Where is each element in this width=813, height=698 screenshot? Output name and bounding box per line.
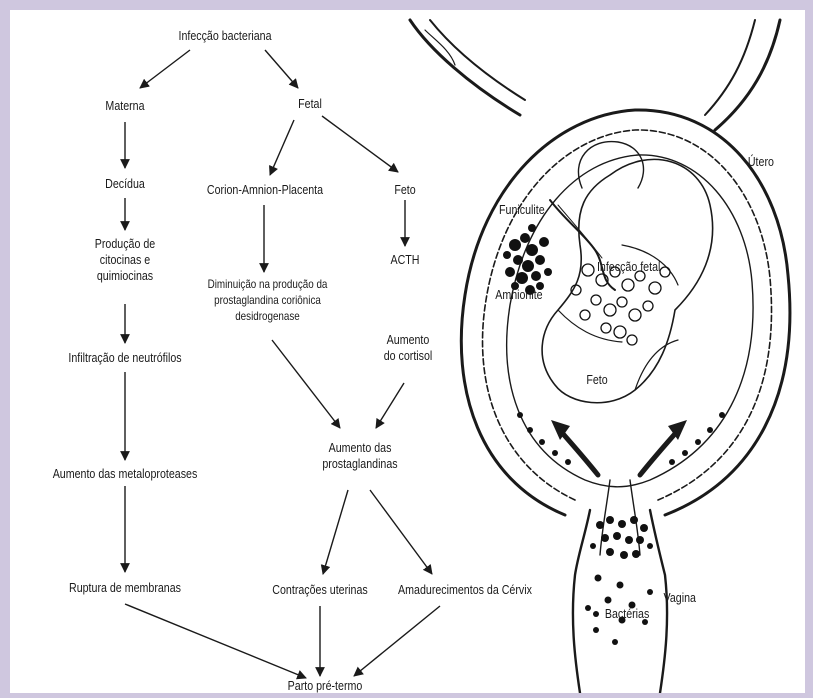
node-acth: ACTH bbox=[389, 252, 422, 268]
figure-panel: Infecção bacteriana Materna Fetal Decídu… bbox=[10, 10, 805, 693]
node-ruptura-membranas: Ruptura de membranas bbox=[55, 580, 194, 596]
label-utero: Útero bbox=[748, 154, 774, 170]
bacteria-marker-dot bbox=[593, 611, 599, 617]
node-amadurecimentos-cervix: Amadurecimentos da Cérvix bbox=[383, 582, 547, 598]
node-aumento-cortisol: Aumento do cortisol bbox=[375, 332, 441, 364]
cervical-bacteria bbox=[590, 516, 653, 559]
node-decidua: Decídua bbox=[96, 176, 153, 192]
uterus-outer-wall bbox=[461, 110, 790, 515]
node-producao-citocinas: Produção de citocinas e quimiocinas bbox=[84, 236, 166, 284]
node-infeccao-bacteriana: Infecção bacteriana bbox=[172, 28, 279, 44]
cervix bbox=[573, 510, 590, 693]
label-funiculite: Funiculite bbox=[499, 202, 545, 218]
node-materna: Materna bbox=[96, 98, 153, 114]
left-fallopian-tube bbox=[410, 20, 520, 115]
label-bacterias: Bactérias bbox=[605, 606, 649, 622]
node-aumento-prostaglandinas: Aumento das prostaglandinas bbox=[311, 440, 409, 472]
node-contracoes-uterinas: Contrações uterinas bbox=[267, 582, 374, 598]
right-fallopian-tube bbox=[715, 20, 780, 130]
node-corion-amnion-placenta: Corion-Amnion-Placenta bbox=[199, 182, 330, 198]
fetus-head bbox=[578, 142, 643, 188]
node-parto-pre-termo: Parto pré-termo bbox=[280, 678, 370, 693]
node-infiltracao-neutrofilos: Infiltração de neutrófilos bbox=[51, 350, 199, 366]
node-aumento-metaloproteases: Aumento das metaloproteases bbox=[31, 466, 220, 482]
node-feto: Feto bbox=[389, 182, 422, 198]
fetus-body bbox=[542, 159, 713, 402]
node-diminuicao-prostaglandina-desidrogenase: Diminuição na produção da prostaglandina… bbox=[192, 276, 344, 324]
label-feto: Feto bbox=[586, 372, 607, 388]
fetal-infection-cluster bbox=[571, 264, 670, 345]
label-infeccao-fetal: Infecção fetal bbox=[597, 259, 660, 275]
umbilical-cord bbox=[550, 200, 615, 290]
label-amnionite: Amnionite bbox=[495, 287, 542, 303]
label-vagina: Vagina bbox=[664, 590, 696, 606]
amnionitis-cluster bbox=[503, 224, 552, 295]
node-fetal: Fetal bbox=[285, 96, 334, 112]
decidual-bacteria bbox=[517, 412, 725, 465]
